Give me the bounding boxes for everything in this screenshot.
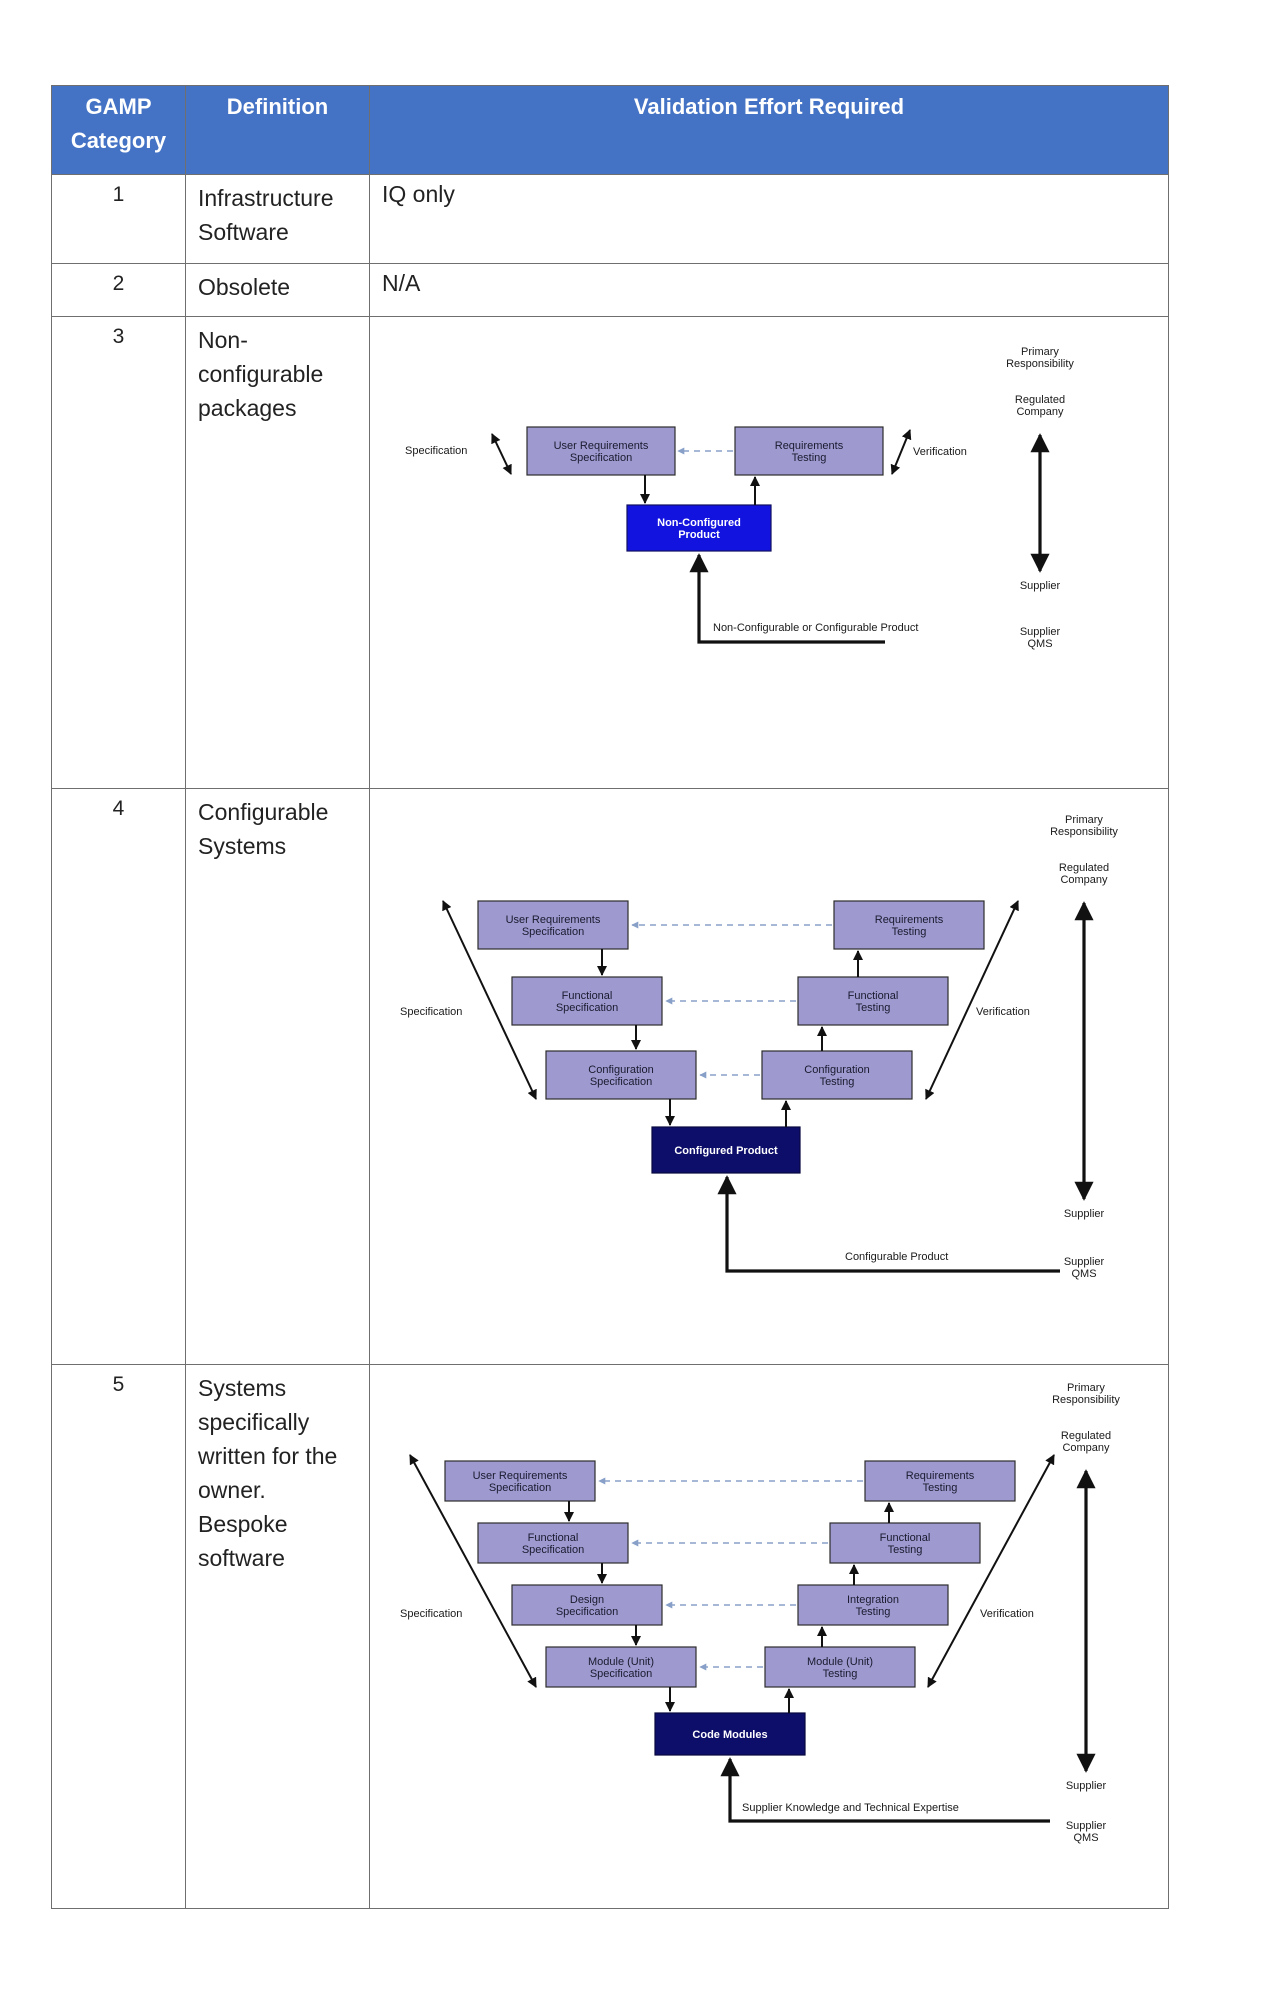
category-number: 3 [51,316,186,789]
verification-label: Verification [913,446,967,458]
specification-arrow [442,900,537,1100]
definition-text: Non-configurable packages [185,316,370,789]
product-box [651,1126,801,1174]
specification-label: Specification [400,1006,462,1018]
gamp-category-table: GAMP Category Definition Validation Effo… [51,85,1169,1909]
header-gamp-category: GAMP Category [51,85,186,175]
supplier-label: Supplier [1066,1780,1107,1792]
supplier-label: Supplier [1064,1208,1105,1220]
category-number: 5 [51,1364,186,1909]
header-validation-effort: Validation Effort Required [369,85,1169,175]
definition-text: Obsolete [185,263,370,317]
table-row: 2 Obsolete N/A [51,263,1169,317]
test-box-label: Module (Unit)Testing [807,1656,873,1680]
validation-effort: N/A [369,263,1169,317]
definition-text: Infrastructure Software [185,174,370,264]
source-label: Non-Configurable or Configurable Product [713,622,918,634]
spec-box-label: Module (Unit)Specification [588,1656,654,1680]
source-label: Configurable Product [845,1251,948,1263]
verification-arrow [890,429,912,475]
specification-arrow [409,1454,537,1688]
test-box [764,1646,916,1688]
source-label: Supplier Knowledge and Technical Experti… [742,1802,959,1814]
header-row: GAMP Category Definition Validation Effo… [51,85,1169,175]
table-row: 5 Systems specifically written for the o… [51,1364,1169,1909]
source-arrow [717,1175,1060,1273]
specification-label: Specification [405,445,467,457]
product-box [654,1712,806,1756]
test-box [797,976,949,1026]
table-row: 4 Configurable Systems User Requirements… [51,788,1169,1365]
header-definition: Definition [185,85,370,175]
verification-arrow [925,900,1019,1100]
source-arrow [689,553,885,644]
product-box-label: Configured Product [674,1145,778,1157]
verification-label: Verification [980,1608,1034,1620]
product-box [626,504,772,552]
spec-box [526,426,676,476]
spec-box [545,1050,697,1100]
category-number: 1 [51,174,186,264]
specification-label: Specification [400,1608,462,1620]
test-box [797,1584,949,1626]
product-box-label: Code Modules [692,1729,767,1741]
verification-label: Verification [976,1006,1030,1018]
test-box [761,1050,913,1100]
spec-box [545,1646,697,1688]
table-row: 1 Infrastructure Software IQ only [51,174,1169,264]
table-row: 3 Non-configurable packages User Require… [51,316,1169,789]
spec-box [511,1584,663,1626]
verification-arrow [927,1454,1055,1688]
category-number: 2 [51,263,186,317]
specification-arrow [491,433,512,475]
test-box [734,426,884,476]
category-number: 4 [51,788,186,1365]
supplier-label: Supplier [1020,580,1061,592]
definition-text: Systems specifically written for the own… [185,1364,370,1909]
definition-text: Configurable Systems [185,788,370,1365]
validation-effort: IQ only [369,174,1169,264]
spec-box [511,976,663,1026]
source-arrow [720,1757,1050,1823]
